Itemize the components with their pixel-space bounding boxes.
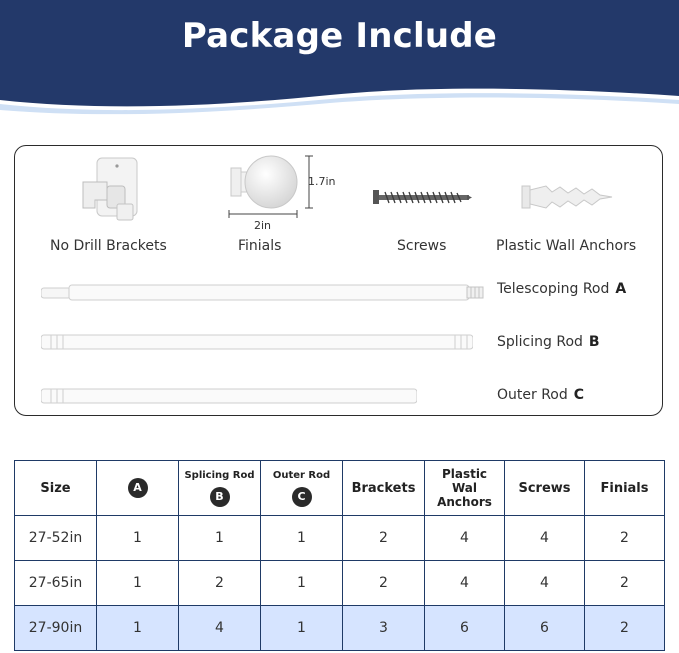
item-label-anchors: Plastic Wall Anchors (496, 238, 637, 254)
outer-header-label: Outer Rod (272, 469, 331, 481)
col-header-size: Size (14, 460, 97, 516)
col-header-telescoping: A (96, 460, 179, 516)
table-cell: 1 (96, 515, 179, 561)
table-cell: 4 (504, 515, 585, 561)
letter-b-badge: B (209, 486, 230, 507)
rod-name: Outer Rod (497, 387, 568, 403)
splicing-rod-image (41, 334, 473, 350)
finial-height-dimension: 1.7in (308, 175, 336, 188)
finial-image (228, 155, 313, 218)
table-header-row: Size A Splicing Rod B Outer Rod C Bracke… (14, 460, 665, 516)
outer-rod-image (41, 388, 417, 404)
rod-name: Splicing Rod (497, 334, 583, 350)
table-cell: 2 (342, 515, 425, 561)
package-contents-panel: No Drill Brackets 1.7in 2in Finials (14, 145, 663, 416)
col-header-splicing: Splicing Rod B (178, 460, 261, 516)
header-wave-background (0, 0, 679, 115)
letter-c-badge: C (291, 486, 312, 507)
table-cell: 1 (260, 515, 343, 561)
splicing-header-label: Splicing Rod (184, 469, 255, 481)
col-header-brackets: Brackets (342, 460, 425, 516)
col-header-outer: Outer Rod C (260, 460, 343, 516)
table-row: 27-52in 1 1 1 2 4 4 2 (14, 515, 665, 561)
no-drill-bracket-image (82, 157, 138, 221)
table-cell: 2 (584, 605, 665, 651)
rod-label-outer: Outer Rod C (497, 387, 584, 403)
table-cell: 6 (504, 605, 585, 651)
rod-letter: C (573, 387, 585, 403)
item-label-screws: Screws (397, 238, 447, 254)
table-cell: 27-65in (14, 560, 97, 606)
table-cell: 1 (260, 560, 343, 606)
table-cell: 2 (342, 560, 425, 606)
rod-label-splicing: Splicing Rod B (497, 334, 600, 350)
table-cell: 3 (342, 605, 425, 651)
table-cell: 1 (96, 605, 179, 651)
table-cell: 4 (424, 515, 505, 561)
table-cell: 2 (584, 515, 665, 561)
rod-label-telescoping: Telescoping Rod A (497, 281, 626, 297)
table-row-highlighted: 27-90in 1 4 1 3 6 6 2 (14, 605, 665, 651)
table-cell: 2 (584, 560, 665, 606)
rod-letter: A (615, 281, 627, 297)
col-header-finials: Finials (584, 460, 665, 516)
table-cell: 4 (504, 560, 585, 606)
finial-width-dimension: 2in (254, 219, 272, 232)
table-cell: 2 (178, 560, 261, 606)
table-row: 27-65in 1 2 1 2 4 4 2 (14, 560, 665, 606)
wall-anchor-image (521, 185, 613, 209)
table-cell: 27-90in (14, 605, 97, 651)
header-banner: Package Include (0, 0, 679, 118)
table-cell: 4 (178, 605, 261, 651)
item-label-brackets: No Drill Brackets (50, 238, 167, 254)
page-title: Package Include (181, 16, 498, 56)
telescoping-rod-image (41, 284, 484, 301)
table-cell: 6 (424, 605, 505, 651)
item-label-finials: Finials (238, 238, 282, 254)
table-cell: 27-52in (14, 515, 97, 561)
screw-image (373, 190, 472, 204)
table-cell: 4 (424, 560, 505, 606)
table-cell: 1 (96, 560, 179, 606)
table-cell: 1 (260, 605, 343, 651)
table-cell: 1 (178, 515, 261, 561)
package-quantity-table: Size A Splicing Rod B Outer Rod C Bracke… (14, 460, 665, 651)
col-header-anchors: Plastic Wal Anchors (424, 460, 505, 516)
col-header-screws: Screws (504, 460, 585, 516)
letter-a-badge: A (127, 478, 148, 498)
rod-letter: B (588, 334, 600, 350)
rod-name: Telescoping Rod (497, 281, 610, 297)
